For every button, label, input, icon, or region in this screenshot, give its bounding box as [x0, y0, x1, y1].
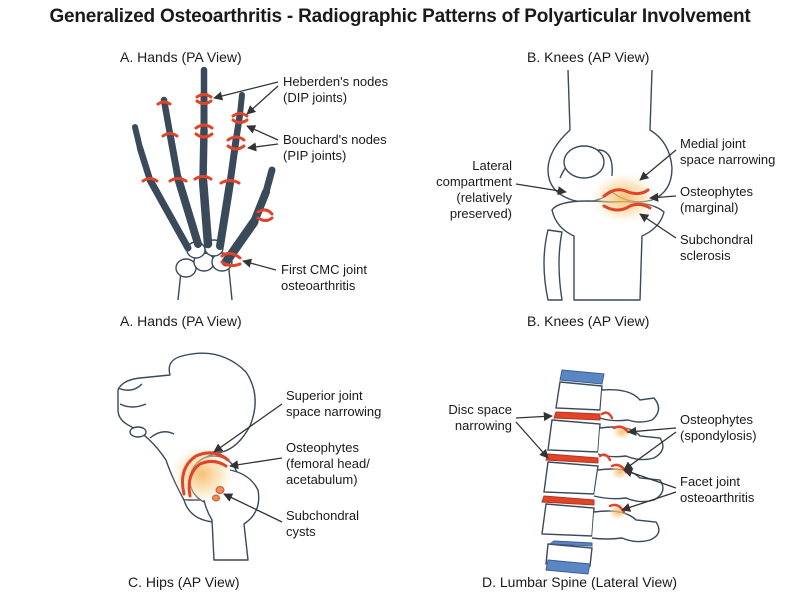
label-subchondral-sclerosis: Subchondral sclerosis [680, 232, 753, 263]
label-first-cmc: First CMC joint osteoarthritis [281, 262, 367, 293]
label-hip-osteophytes: Osteophytes (femoral head/ acetabulum) [286, 440, 370, 487]
knee-glow [590, 172, 658, 224]
label-facet-joint: Facet joint osteoarthritis [680, 474, 755, 505]
label-knee-osteophytes: Osteophytes (marginal) [680, 184, 753, 215]
hands-caption-top: A. Hands (PA View) [120, 49, 242, 65]
hips-caption: C. Hips (AP View) [128, 574, 240, 590]
label-heberden-nodes: Heberden's nodes (DIP joints) [283, 74, 389, 105]
label-spine-osteophytes: Osteophytes (spondylosis) [680, 412, 757, 443]
knees-caption-top: B. Knees (AP View) [527, 49, 650, 65]
knee-illustration [543, 69, 673, 301]
label-superior-joint-space: Superior joint space narrowing [286, 388, 382, 419]
spine-arrows [515, 411, 677, 512]
hand-arrows [213, 81, 279, 271]
label-disc-space-narrowing: Disc space narrowing [448, 402, 512, 433]
hip-arrows [213, 403, 283, 523]
hand-joint-highlights [141, 93, 274, 268]
knee-arrows [515, 149, 677, 239]
label-lateral-compartment: Lateral compartment (relatively preserve… [436, 158, 512, 221]
label-subchondral-cysts: Subchondral cysts [286, 508, 359, 539]
knees-caption-bottom: B. Knees (AP View) [527, 313, 650, 329]
page-title: Generalized Osteoarthritis - Radiographi… [49, 6, 751, 27]
label-bouchard-nodes: Bouchard's nodes (PIP joints) [283, 132, 387, 163]
spine-illustration [541, 369, 664, 575]
spine-caption: D. Lumbar Spine (Lateral View) [482, 574, 678, 590]
hip-joint-highlights [181, 451, 230, 498]
label-medial-joint-space: Medial joint space narrowing [680, 136, 776, 167]
hands-caption-bottom: A. Hands (PA View) [120, 313, 242, 329]
hip-cysts [212, 486, 225, 502]
knee-joint-highlights [602, 188, 652, 212]
